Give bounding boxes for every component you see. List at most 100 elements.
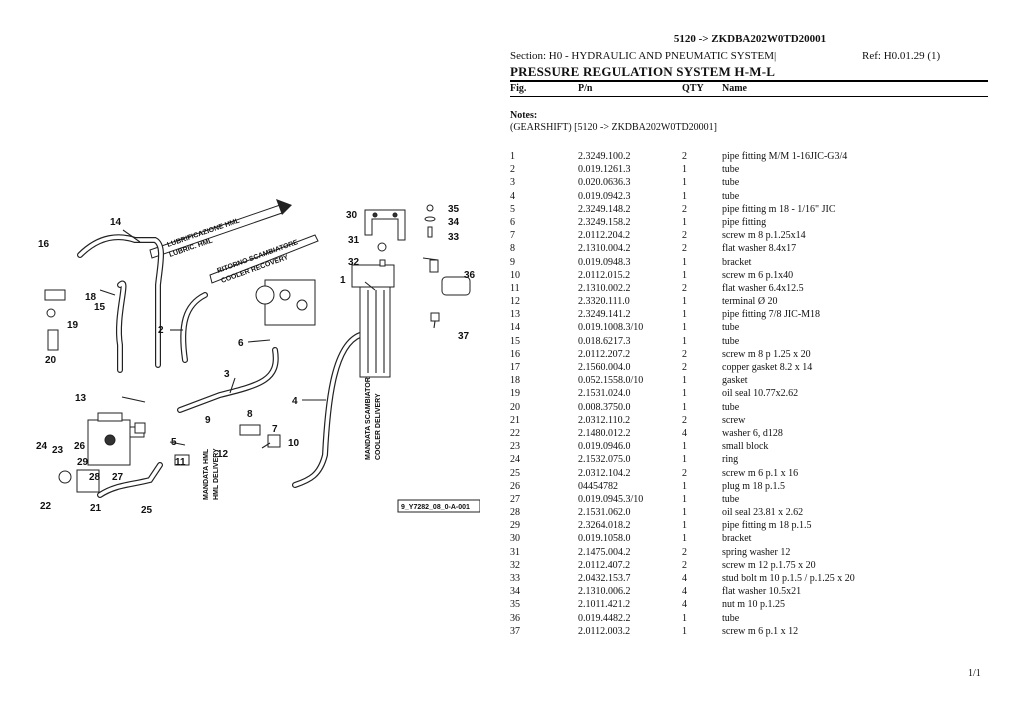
part-name: washer 6, d128	[722, 427, 783, 439]
part-number: 2.1531.062.0	[578, 507, 631, 519]
part-name: tube	[722, 335, 740, 347]
part-fig: 9	[510, 256, 515, 268]
part-name: screw m 12 p.1.75 x 20	[722, 559, 816, 571]
hardware	[44, 204, 440, 493]
part-qty: 2	[682, 546, 687, 558]
part-name: tube	[722, 612, 740, 624]
part-qty: 2	[682, 203, 687, 215]
part-fig: 24	[510, 454, 520, 466]
part-number: 2.1531.024.0	[578, 388, 631, 400]
part-name: bracket	[722, 533, 752, 545]
part-qty: 1	[682, 335, 687, 347]
part-qty: 2	[682, 362, 687, 373]
part-qty: 1	[682, 322, 687, 334]
part-name: tube	[722, 177, 740, 189]
part-number: 0.019.0946.0	[578, 441, 631, 453]
part-fig: 22	[510, 427, 520, 439]
part-name: screw m 6 p.1 x 16	[722, 467, 799, 479]
part-number: 2.1560.004.0	[578, 362, 631, 373]
part-number: 0.019.1058.0	[578, 533, 631, 545]
part-qty: 4	[682, 586, 687, 598]
callout-35: 35	[448, 204, 460, 215]
part-fig: 1	[510, 151, 515, 162]
part-name: oil seal 23.81 x 2.62	[722, 507, 804, 519]
callout-36: 36	[464, 270, 476, 281]
part-qty: 2	[682, 414, 687, 426]
delivery-label-it: MANDATA HML	[203, 448, 210, 500]
part-fig: 20	[510, 401, 520, 413]
part-number: 0.019.1008.3/10	[578, 322, 644, 334]
part-number: 2.3320.111.0	[578, 296, 630, 308]
column-header-qty: QTY	[682, 83, 704, 94]
part-name: bracket	[722, 256, 752, 268]
part-name: pipe fitting m 18 - 1/16" JIC	[722, 203, 836, 215]
part-qty: 1	[682, 612, 687, 624]
part-name: nut m 10 p.1.25	[722, 599, 786, 611]
part-name: terminal Ø 20	[722, 296, 778, 308]
drawing-id-box: 9_Y7282_08_0-A-001	[397, 499, 481, 513]
part-fig: 17	[510, 362, 520, 373]
column-header-divider	[510, 96, 988, 97]
part-number: 2.0432.153.7	[578, 573, 631, 584]
part-number: 0.019.0942.3	[578, 190, 631, 202]
part-number: 2.1310.002.2	[578, 282, 631, 294]
part-qty: 1	[682, 164, 687, 176]
part-qty: 1	[682, 454, 687, 466]
page-heading: PRESSURE REGULATION SYSTEM H-M-L	[510, 64, 776, 79]
part-fig: 26	[510, 480, 520, 492]
part-name: flat washer 8.4x17	[722, 243, 797, 255]
callout-26: 26	[74, 441, 86, 452]
part-qty: 1	[682, 216, 687, 228]
part-number: 2.0312.110.2	[578, 414, 631, 426]
part-qty: 1	[682, 625, 687, 637]
part-name: ring	[722, 454, 739, 466]
part-fig: 32	[510, 559, 520, 571]
part-name: screw m 8 p 1.25 x 20	[722, 348, 811, 360]
part-name: flat washer 6.4x12.5	[722, 282, 804, 294]
part-qty: 2	[682, 348, 687, 360]
part-name: screw m 6 p.1x40	[722, 269, 794, 281]
part-qty: 1	[682, 375, 687, 387]
part-fig: 6	[510, 216, 515, 228]
part-qty: 1	[682, 493, 687, 505]
callout-2: 2	[158, 325, 164, 336]
regulator-block	[255, 279, 316, 326]
part-number: 0.020.0636.3	[578, 177, 631, 189]
callout-11: 11	[175, 457, 186, 468]
notes-title: Notes:	[510, 110, 538, 121]
part-name: oil seal 10.77x2.62	[722, 388, 799, 400]
part-fig: 15	[510, 335, 520, 347]
part-number: 2.0112.407.2	[578, 559, 631, 571]
part-qty: 1	[682, 520, 687, 532]
notes-text: (GEARSHIFT) [5120 -> ZKDBA202W0TD20001]	[510, 122, 718, 133]
callout-13: 13	[75, 393, 87, 404]
part-name: flat washer 10.5x21	[722, 586, 802, 598]
part-fig: 18	[510, 375, 520, 387]
callout-33: 33	[448, 232, 460, 243]
part-fig: 14	[510, 322, 520, 334]
callout-31: 31	[348, 235, 360, 246]
part-name: screw m 8 p.1.25x14	[722, 230, 806, 242]
part-fig: 25	[510, 467, 520, 479]
callout-30: 30	[346, 210, 358, 221]
callout-1-left: 1	[340, 275, 346, 286]
drawing-id: 9_Y7282_08_0-A-001	[401, 504, 470, 511]
column-header-pn: P/n	[578, 83, 593, 94]
cooler-delivery-label-en: COOLER DELIVERY	[375, 393, 382, 460]
callout-34: 34	[448, 217, 460, 228]
part-qty: 1	[682, 190, 687, 202]
part-fig: 29	[510, 520, 520, 532]
part-number: 2.0112.204.2	[578, 230, 631, 242]
part-number: 2.1310.004.2	[578, 243, 631, 255]
callout-23: 23	[52, 445, 64, 456]
